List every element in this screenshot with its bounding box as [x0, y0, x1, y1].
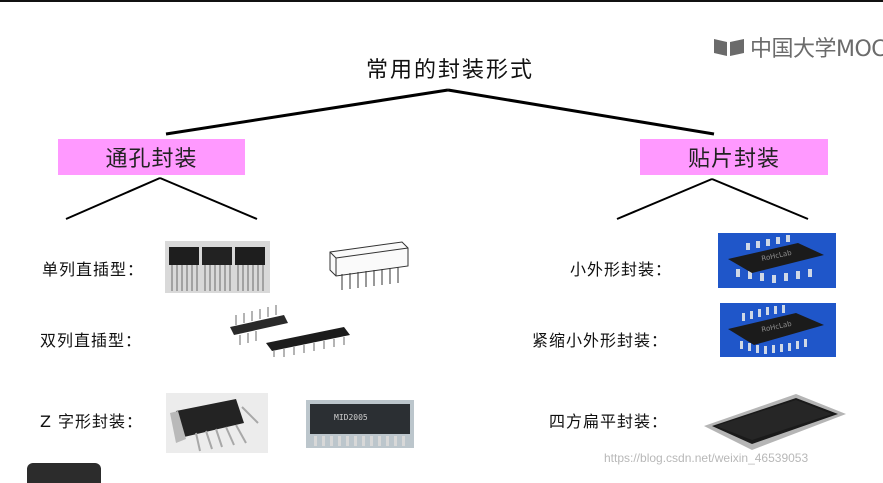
bottom-tab [27, 463, 101, 483]
zip-chip-marking: MID2005 [334, 413, 368, 422]
label-zip: Z 字形封装： [40, 412, 144, 431]
source-credit: https://blog.csdn.net/weixin_46539053 [604, 451, 809, 465]
label-dip: 双列直插型： [40, 331, 143, 350]
connector-title-right [447, 88, 715, 136]
zip-photo-1 [166, 393, 268, 453]
connector-tht-left [65, 177, 161, 220]
sip-photo-2 [322, 238, 414, 294]
category-smd: 贴片封装 [640, 139, 828, 175]
connector-title-left [165, 88, 449, 136]
diagram-title: 常用的封装形式 [365, 58, 534, 83]
category-through-hole: 通孔封装 [58, 139, 245, 175]
connector-smd-left [616, 178, 713, 220]
qfp-photo [700, 388, 848, 454]
sip-photo-1 [165, 241, 270, 293]
top-rule [0, 0, 883, 2]
book-icon [714, 39, 744, 56]
mooc-logo: 中国大学MOC [712, 32, 883, 62]
sop-photo: RoHcLab [718, 233, 836, 288]
zip-photo-2: MID2005 [306, 400, 414, 448]
connector-tht-right [159, 177, 258, 220]
label-ssop: 紧缩小外形封装： [532, 331, 669, 350]
ssop-photo: RoHcLab [720, 303, 836, 357]
logo-text: 中国大学MOC [750, 37, 883, 62]
dip-photo [226, 303, 354, 357]
label-qfp: 四方扁平封装： [549, 412, 669, 431]
label-sip: 单列直插型： [42, 260, 145, 279]
label-sop: 小外形封装： [570, 260, 673, 279]
connector-smd-right [711, 178, 809, 220]
